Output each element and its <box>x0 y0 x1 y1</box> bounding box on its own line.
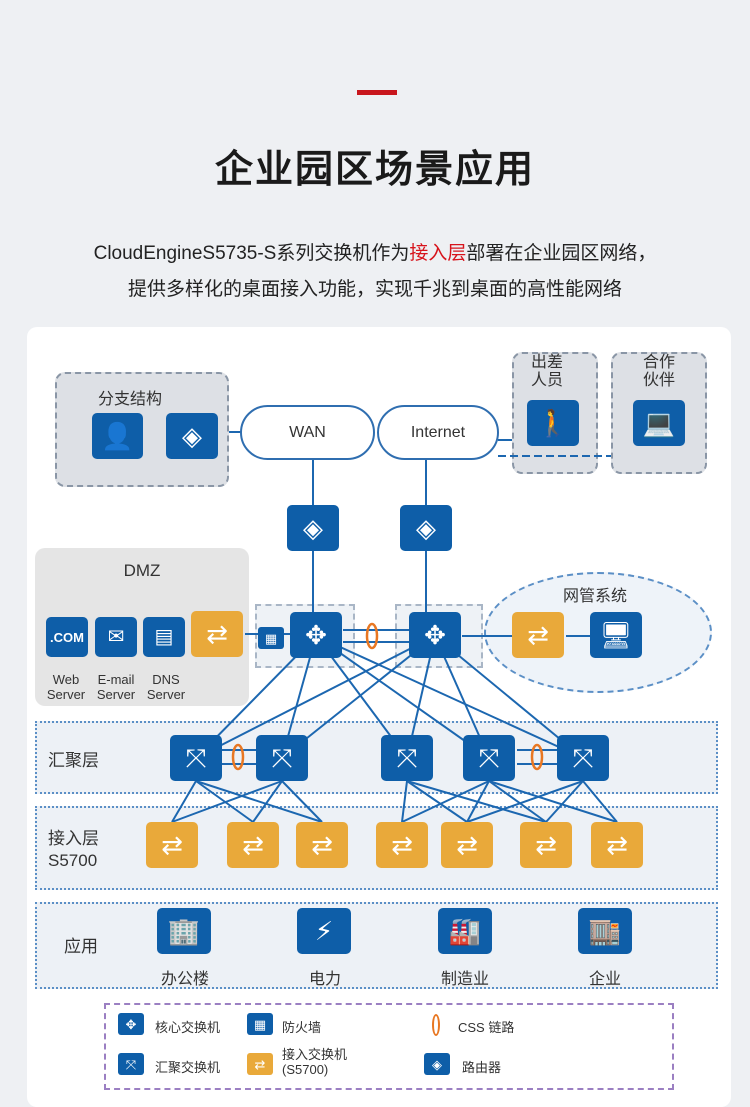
desc-highlight: 接入层 <box>409 243 467 264</box>
link-line <box>488 780 547 823</box>
app-label-manufacture: 制造业 <box>440 971 489 988</box>
aggregation-switch-icon: ⤧ <box>170 735 222 781</box>
link-line <box>195 780 323 823</box>
branch-user-icon: 👤 <box>92 413 143 459</box>
web-server-icon: .COM <box>46 617 88 657</box>
wan-router-icon: ◈ <box>287 505 339 551</box>
legend-firewall-icon: ▦ <box>247 1013 273 1035</box>
app-label-enterprise: 企业 <box>588 971 621 988</box>
web-server-label: Web Server <box>46 672 86 702</box>
travel-label: 出差 人员 <box>530 354 563 389</box>
desc-text: 部署在企业园区网络， <box>466 243 657 264</box>
application-layer-label: 应用 <box>64 937 98 956</box>
legend-aggregation-switch-icon: ⤧ <box>118 1053 144 1075</box>
access-switch-icon: ⇄ <box>146 822 198 868</box>
core-switch-right-icon: ✥ <box>409 612 461 658</box>
internet-cloud: Internet <box>377 405 499 460</box>
aggregation-switch-icon: ⤧ <box>256 735 308 781</box>
title-accent-bar <box>357 90 397 95</box>
internet-router-icon: ◈ <box>400 505 452 551</box>
app-label-electricity: 电力 <box>308 971 341 988</box>
description-line-1: CloudEngineS5735-S系列交换机作为接入层部署在企业园区网络， <box>0 238 750 265</box>
legend-access-switch-icon: ⇄ <box>247 1053 273 1075</box>
link-line <box>466 780 490 823</box>
link-line <box>315 635 584 759</box>
access-switch-icon: ⇄ <box>296 822 348 868</box>
dns-server-icon: ▤ <box>143 617 185 657</box>
dns-server-label: DNS Server <box>146 672 186 702</box>
legend-label: 接入交换机 (S5700) <box>282 1047 348 1077</box>
travel-user-icon: 🚶 <box>527 400 579 446</box>
desc-text: CloudEngineS5735-S系列交换机作为 <box>93 243 410 264</box>
access-switch-icon: ⇄ <box>376 822 428 868</box>
legend-label: 汇聚交换机 <box>155 1060 221 1075</box>
app-label-office: 办公楼 <box>160 971 209 988</box>
branch-label: 分支结构 <box>97 391 162 408</box>
access-switch-icon: ⇄ <box>227 822 279 868</box>
email-server-icon: ✉ <box>95 617 137 657</box>
office-building-icon: 🏢 <box>157 908 211 954</box>
css-link-icon <box>365 622 379 650</box>
css-link-icon <box>231 743 245 771</box>
link-line <box>545 780 584 823</box>
dmz-label: DMZ <box>123 561 161 580</box>
aggregation-switch-icon: ⤧ <box>463 735 515 781</box>
manufacture-icon: 🏭 <box>438 908 492 954</box>
access-switch-icon: ⇄ <box>441 822 493 868</box>
core-switch-left-icon: ✥ <box>290 612 342 658</box>
legend-box <box>104 1003 674 1090</box>
branch-router-icon: ◈ <box>166 413 218 459</box>
link-line <box>401 780 408 823</box>
css-link-icon <box>530 743 544 771</box>
partner-label: 合作 伙伴 <box>642 354 675 389</box>
link-line <box>281 780 323 823</box>
legend-router-icon: ◈ <box>424 1053 450 1075</box>
email-server-label: E-mail Server <box>96 672 136 702</box>
partner-user-icon: 💻 <box>633 400 685 446</box>
firewall-icon: ▦ <box>258 627 284 649</box>
page-title: 企业园区场景应用 <box>214 149 535 191</box>
link-line <box>488 780 618 823</box>
link-line <box>582 780 618 823</box>
dmz-access-switch-icon: ⇄ <box>191 611 243 657</box>
legend-label: 核心交换机 <box>155 1020 221 1035</box>
access-switch-icon: ⇄ <box>520 822 572 868</box>
nms-access-switch-icon: ⇄ <box>512 612 564 658</box>
aggregation-switch-icon: ⤧ <box>381 735 433 781</box>
wan-label: WAN <box>289 423 326 441</box>
description-line-2: 提供多样化的桌面接入功能，实现千兆到桌面的高性能网络 <box>127 279 622 300</box>
link-line <box>406 780 468 823</box>
legend-core-switch-icon: ✥ <box>118 1013 144 1035</box>
link-line <box>466 780 584 823</box>
internet-label: Internet <box>410 423 466 441</box>
legend-label: 路由器 <box>462 1060 502 1075</box>
link-line <box>252 780 283 823</box>
link-line <box>195 635 436 759</box>
legend-css-link-icon <box>432 1014 440 1036</box>
legend-label: CSS 链路 <box>458 1020 515 1035</box>
link-line <box>171 780 197 823</box>
wan-cloud: WAN <box>240 405 375 460</box>
legend-label: 防火墙 <box>282 1020 322 1035</box>
link-line <box>406 780 547 823</box>
link-line <box>315 635 490 759</box>
nms-label: 网管系统 <box>562 588 627 605</box>
nms-server-icon: 🖥 <box>590 612 642 658</box>
access-switch-icon: ⇄ <box>591 822 643 868</box>
link-line <box>401 780 490 823</box>
electricity-icon: ⚡ <box>297 908 351 954</box>
enterprise-icon: 🏬 <box>578 908 632 954</box>
aggregation-switch-icon: ⤧ <box>557 735 609 781</box>
access-layer-label: 接入层 S5700 <box>48 829 99 870</box>
link-line <box>171 780 283 823</box>
aggregation-layer-label: 汇聚层 <box>48 751 99 770</box>
